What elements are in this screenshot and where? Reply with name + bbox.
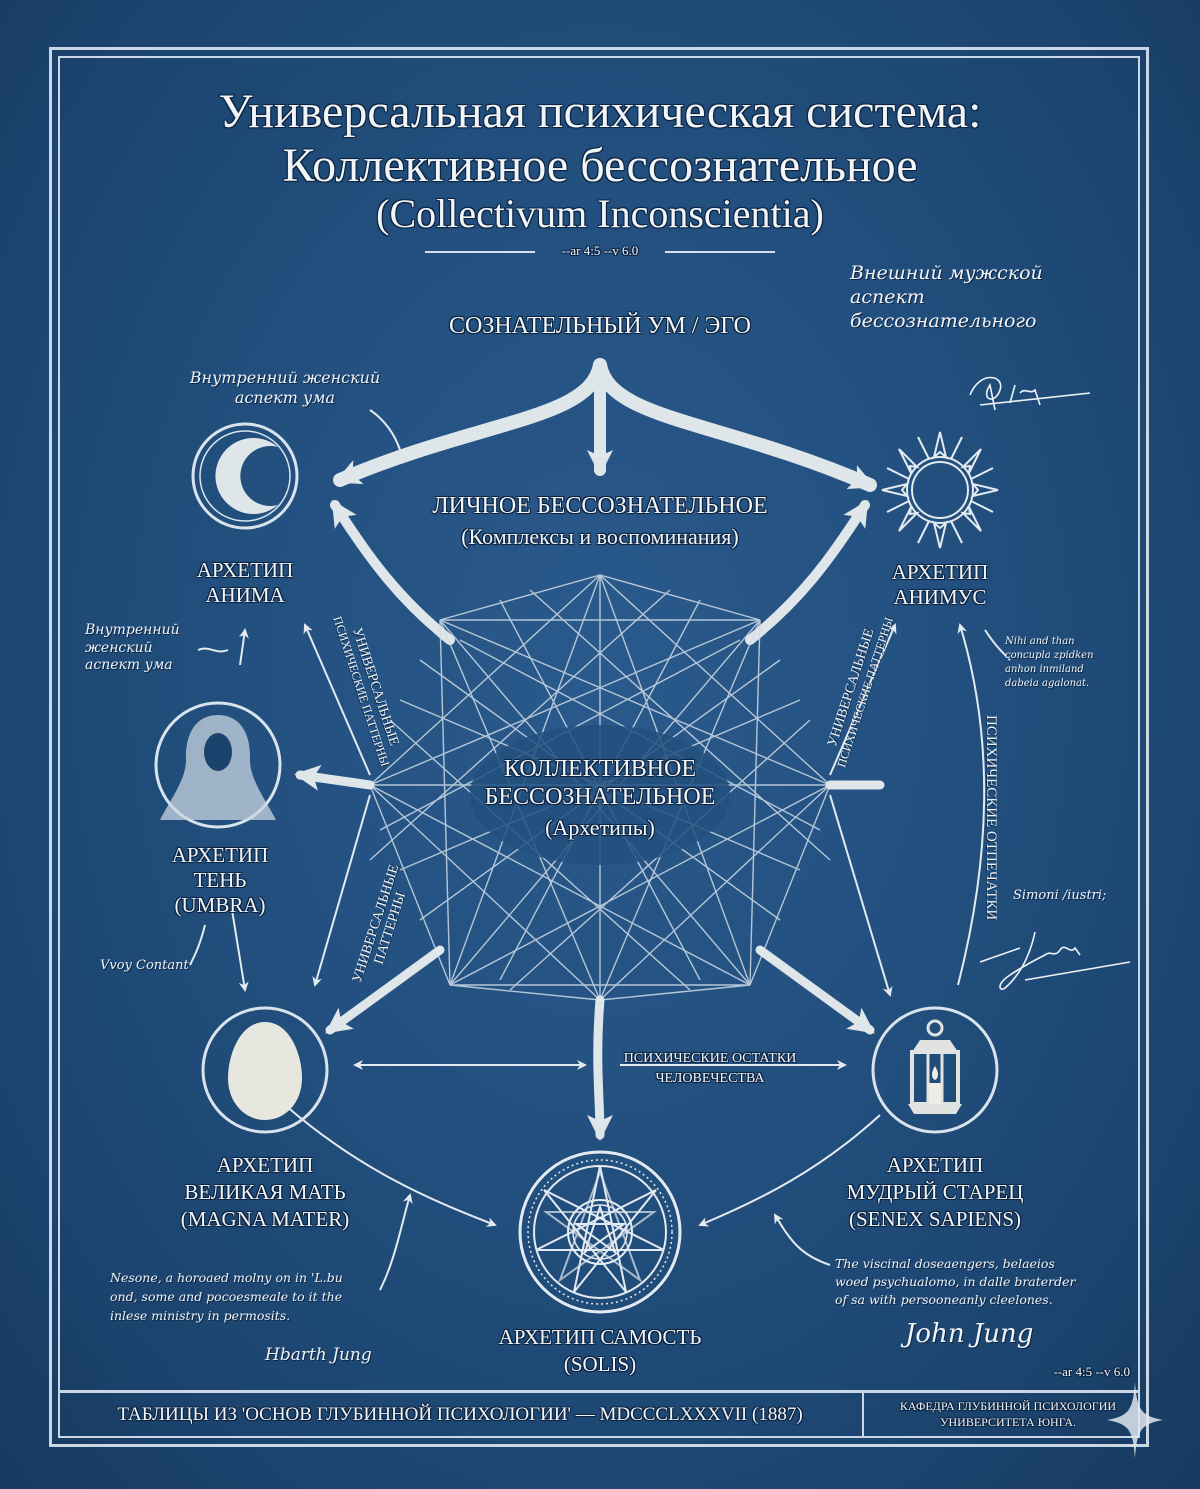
annotation-bottom-right-line-1: The viscinal doseaengers, belaeios	[835, 1256, 1055, 1271]
thin-arrows	[189, 409, 1011, 1291]
ego-label: СОЗНАТЕЛЬНЫЙ УМ / ЭГО	[448, 313, 752, 339]
shadow-label-line-2: ТЕНЬ	[193, 868, 247, 892]
title-line-2: Коллективное бессознательное	[282, 139, 918, 192]
shadow-label-line-1: АРХЕТИП	[171, 843, 269, 867]
edge-label-right-arc: ПСИХИЧЕСКИЕ ОТПЕЧАТКИ	[983, 715, 999, 921]
annotation-top-left: Внутренний женский аспект ума	[160, 368, 410, 408]
footer-department-line-2: УНИВЕРСИТЕТА ЮНГА.	[939, 1415, 1076, 1429]
wise-old-man-label-line-2: МУДРЫЙ СТАРЕЦ	[846, 1180, 1024, 1204]
great-mother-label-line-3: (MAGNA MATER)	[180, 1207, 350, 1231]
footer-department-line-1: КАФЕДРА ГЛУБИННОЙ ПСИХОЛОГИИ	[899, 1399, 1117, 1413]
collective-unconscious-line-1: КОЛЛЕКТИВНОЕ	[503, 756, 697, 782]
edge-label-bottom-line-1: ПСИХИЧЕСКИЕ ОСТАТКИ	[623, 1051, 797, 1066]
hooded-figure-icon	[154, 701, 282, 829]
sparkle-icon	[1107, 1382, 1163, 1458]
crescent-moon-icon	[191, 422, 299, 530]
ego-arrows	[333, 358, 877, 492]
annotation-bottom-left-line-3: inlese ministry in permosits.	[110, 1308, 291, 1323]
footer-version-tag: --ar 4:5 --v 6.0	[1053, 1364, 1130, 1379]
anima-label-line-1: АРХЕТИП	[196, 558, 294, 582]
annotation-top-left-line-2: аспект ума	[234, 388, 336, 407]
annotation-animus-note-line-4: dabeia agalonat.	[1005, 678, 1090, 689]
title-line-3: (Collectivum Inconscientia)	[376, 191, 824, 236]
footer-source-text: ТАБЛИЦЫ ИЗ 'ОСНОВ ГЛУБИННОЙ ПСИХОЛОГИИ' …	[117, 1404, 803, 1425]
title-divider-right	[665, 251, 775, 253]
personal-curves	[330, 499, 870, 645]
annotation-top-left-line-1: Внутренний женский	[189, 368, 381, 387]
annotation-shadow-signature: Vvoy Contant	[100, 958, 189, 973]
annotation-mid-left-line-3: аспект ума	[85, 657, 173, 673]
outer-frame	[49, 47, 1149, 1447]
egg-icon	[201, 1006, 329, 1134]
annotation-bottom-right: The viscinal doseaengers, belaeios woed …	[835, 1255, 1076, 1309]
self-label-line-1: АРХЕТИП САМОСТЬ	[498, 1325, 702, 1349]
self-label-line-2: (SOLIS)	[563, 1352, 637, 1376]
annotation-top-right-line-3: бессознательного	[850, 309, 1037, 332]
footer-separator	[862, 1393, 864, 1438]
annotation-top-right: Внешний мужской аспект бессознательного	[850, 262, 1043, 333]
inner-frame	[58, 56, 1140, 1438]
annotation-mid-left: Внутренний женский аспект ума	[85, 622, 180, 675]
anima-label-line-2: АНИМА	[205, 583, 285, 607]
signature-top-right	[969, 376, 1091, 411]
star-mandala-icon	[518, 1150, 682, 1314]
personal-unconscious-sublabel: (Комплексы и воспоминания)	[461, 524, 739, 549]
annotation-bottom-right-line-2: woed psychualomo, in dalle braterder	[835, 1274, 1076, 1289]
edge-label-bottom-line-2: ЧЕЛОВЕЧЕСТВА	[655, 1071, 765, 1086]
web-to-archetype-arrows	[294, 764, 885, 1141]
collective-unconscious-line-2: БЕССОЗНАТЕЛЬНОЕ	[484, 784, 716, 810]
shadow-label-line-3: (UMBRA)	[174, 893, 266, 917]
title-line-1: Универсальная психическая система:	[218, 85, 982, 138]
collective-label-halo	[470, 725, 730, 865]
annotation-mid-left-line-2: женский	[85, 639, 153, 656]
annotation-bottom-left: Nesone, a horoaed molny on in 'L.bu ond,…	[110, 1268, 343, 1325]
annotation-animus-note-line-2: concupla zpidken	[1005, 650, 1094, 661]
footer-divider	[58, 1390, 1140, 1393]
lantern-icon	[871, 1006, 999, 1134]
wise-old-man-label-line-1: АРХЕТИП	[886, 1153, 984, 1177]
signature-right	[979, 931, 1131, 990]
animus-label-line-1: АРХЕТИП	[891, 560, 989, 584]
title-divider-left	[425, 251, 535, 253]
annotation-mid-left-line-1: Внутренний	[85, 622, 180, 638]
annotation-right-signature-text: Simoni /iustri;	[1013, 888, 1107, 903]
footer-department: КАФЕДРА ГЛУБИННОЙ ПСИХОЛОГИИ УНИВЕРСИТЕТ…	[868, 1398, 1148, 1430]
annotation-bottom-left-signature: Hbarth Jung	[265, 1345, 372, 1365]
sun-icon	[881, 431, 999, 549]
personal-unconscious-label: ЛИЧНОЕ БЕССОЗНАТЕЛЬНОЕ	[432, 493, 768, 519]
annotation-top-right-line-1: Внешний мужской	[850, 262, 1043, 284]
great-mother-label-line-1: АРХЕТИП	[216, 1153, 314, 1177]
annotation-bottom-right-signature: John Jung	[905, 1319, 1034, 1349]
annotation-bottom-left-line-2: ond, some and pocoesmeale to it the	[110, 1289, 343, 1304]
annotation-animus-note: Nihi and than concupla zpidken anhon inm…	[1005, 635, 1094, 691]
great-mother-label-line-2: ВЕЛИКАЯ МАТЬ	[184, 1180, 346, 1204]
annotation-animus-note-line-1: Nihi and than	[1005, 636, 1075, 647]
annotation-bottom-right-line-3: of sa with persooneanly cleelones.	[835, 1292, 1053, 1307]
annotation-top-right-line-2: аспект	[850, 285, 925, 308]
collective-unconscious-line-3: (Архетипы)	[545, 815, 655, 840]
annotation-animus-note-line-3: anhon inmiland	[1005, 664, 1084, 675]
animus-label-line-2: АНИМУС	[893, 585, 987, 609]
title-version-tag: --ar 4:5 --v 6.0	[561, 243, 639, 258]
wise-old-man-label-line-3: (SENEX SAPIENS)	[848, 1207, 1022, 1231]
annotation-bottom-left-line-1: Nesone, a horoaed molny on in 'L.bu	[110, 1270, 343, 1285]
